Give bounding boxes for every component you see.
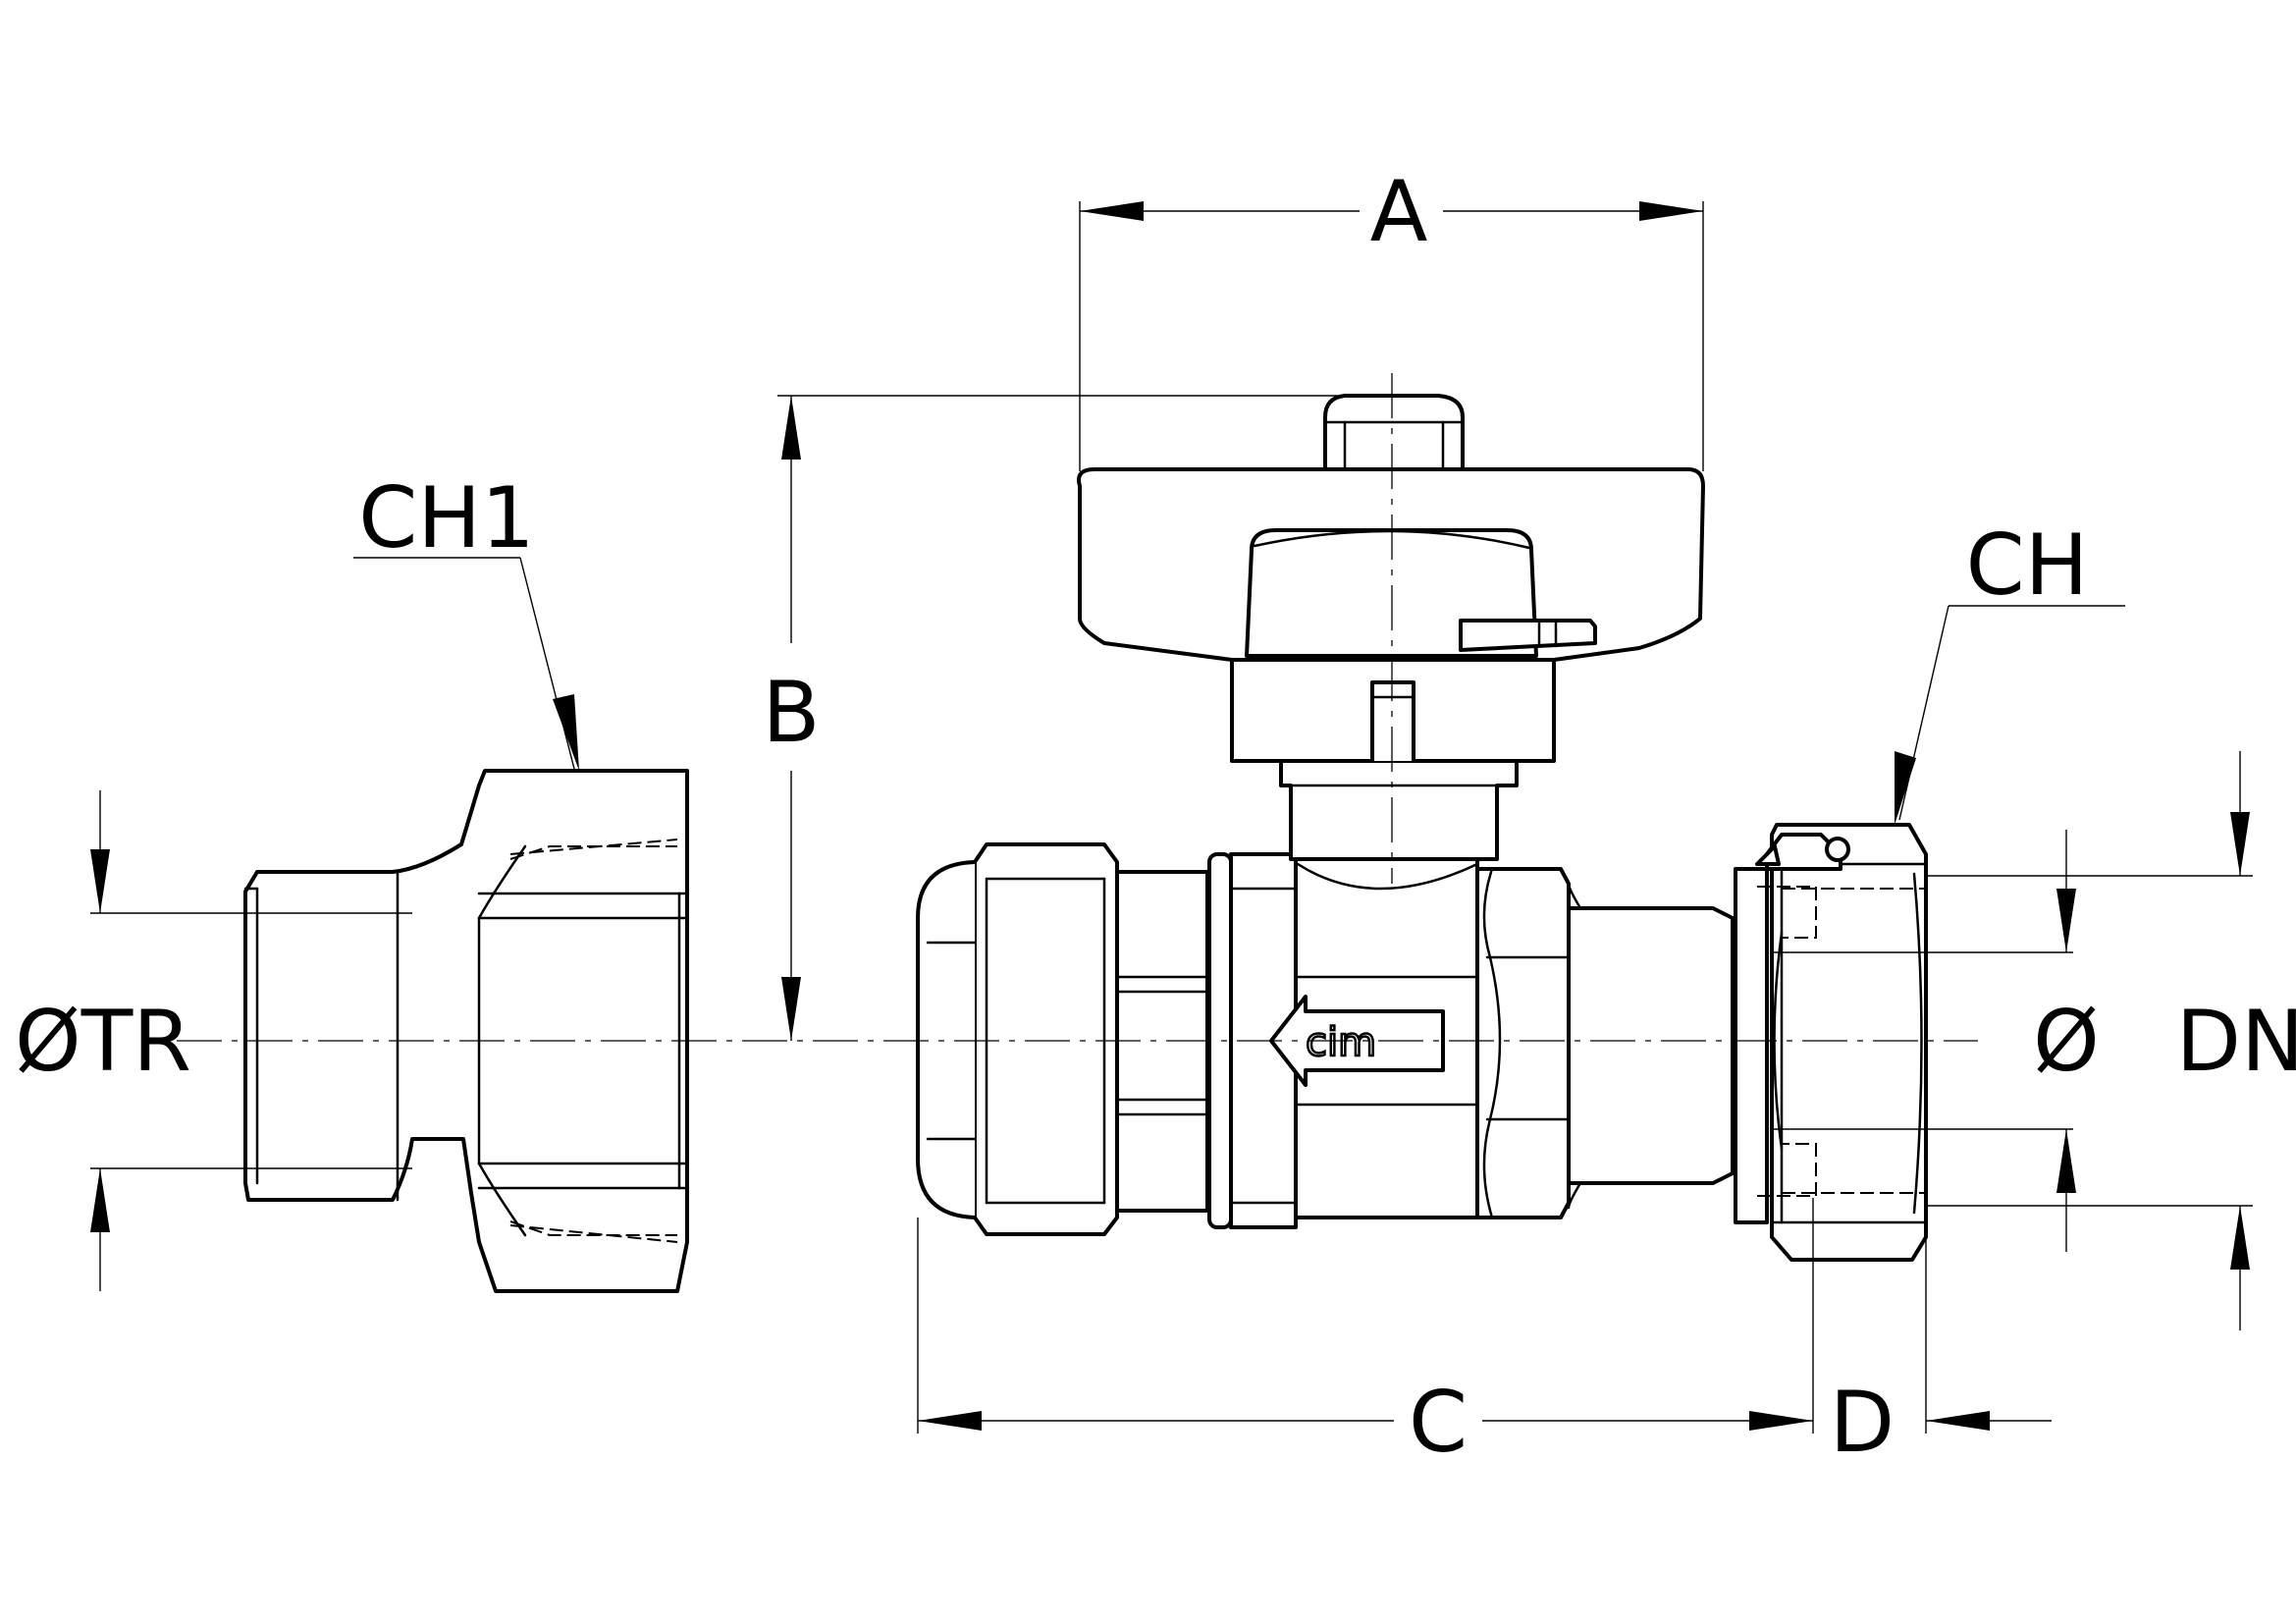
dimension-c-d: C D bbox=[917, 1198, 2052, 1472]
dim-ch1-label: CH1 bbox=[358, 469, 534, 568]
brand-mark: cim bbox=[1306, 1020, 1376, 1065]
dim-a-label: A bbox=[1370, 163, 1428, 261]
dimension-diameter: Ø bbox=[1772, 830, 2100, 1252]
dim-c-label: C bbox=[1409, 1374, 1468, 1472]
dimension-b: B bbox=[763, 395, 1394, 1041]
dimension-ch: CH bbox=[1895, 516, 2125, 825]
top-nut bbox=[1323, 394, 1465, 471]
ball-valve: cim bbox=[916, 394, 1928, 1262]
dim-ch-label: CH bbox=[1966, 516, 2089, 615]
dim-b-label: B bbox=[763, 664, 821, 762]
union-nut bbox=[1770, 823, 1928, 1262]
dim-d-label: D bbox=[1830, 1374, 1895, 1472]
dim-diameter-label: Ø bbox=[2033, 993, 2100, 1091]
lever-lock-tab bbox=[1459, 619, 1597, 652]
dim-dn-label: DN bbox=[2176, 993, 2296, 1091]
center-lines bbox=[177, 373, 1978, 1042]
dim-otr-label: ØTR bbox=[15, 993, 191, 1091]
dimension-otr: ØTR bbox=[15, 790, 412, 1291]
brand-arrow-icon bbox=[1269, 995, 1445, 1087]
tailpiece-fitting bbox=[243, 769, 689, 1293]
dimension-a: A bbox=[1079, 163, 1704, 471]
pin-hole bbox=[1825, 837, 1850, 862]
dimension-dn: DN bbox=[1926, 751, 2296, 1330]
dimension-ch1: CH1 bbox=[353, 469, 579, 771]
